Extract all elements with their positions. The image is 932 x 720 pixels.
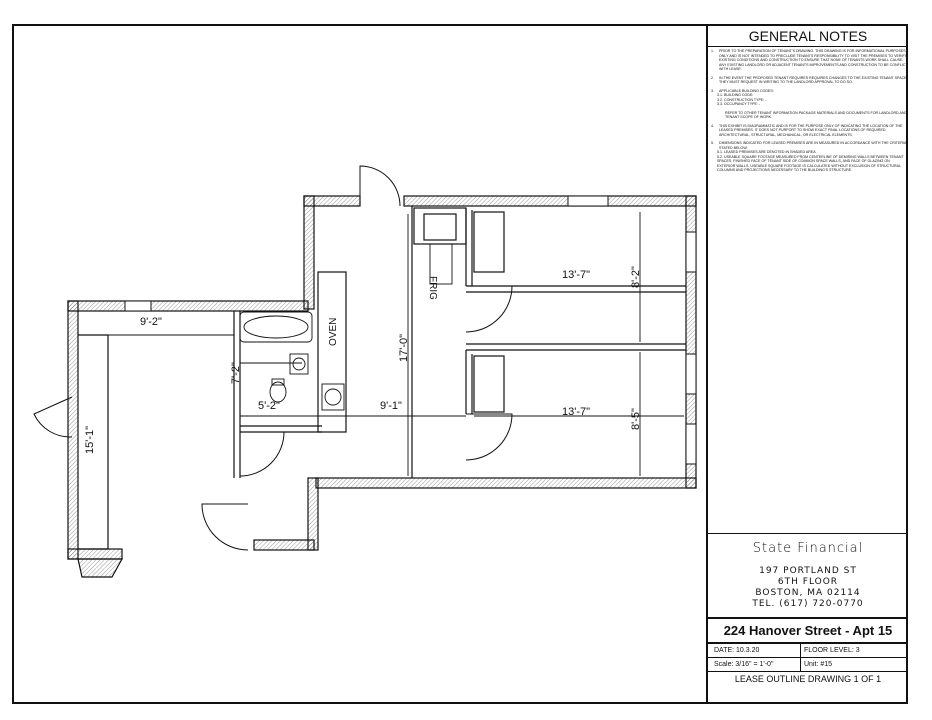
dim-living-width: 9'-2" [140,316,162,328]
dim-hall-height: 17'-0" [398,333,410,362]
meta-row-date: DATE: 10.3.20 FLOOR LEVEL: 3 [708,644,908,658]
dim-bedroom2-height: 8'-5" [630,408,642,430]
company-address-line3: BOSTON, MA 02114 [755,588,861,598]
general-notes-title: GENERAL NOTES [748,28,868,44]
floor-plan: 9'-2" 15'-1" 7'-2" 5'-2" 17'-0" 9'-1" 13… [12,24,706,704]
notes-divider [708,46,908,47]
project-title: 224 Hanover Street - Apt 15 [723,623,893,638]
interior-walls [78,206,686,550]
note-1: 1.PRIOR TO THE PREPARATION OF TENANT'S D… [711,49,908,71]
fixtures [239,243,453,411]
dim-bath-width: 5'-2" [258,400,280,412]
meta-row-scale: Scale: 3/16" = 1'-0" Unit: #15 [708,658,908,672]
scale-value: Scale: 3/16" = 1'-0" [714,661,774,668]
company-phone: TEL. (617) 720-0770 [752,599,864,609]
dimension-lines [80,212,684,549]
date-value: DATE: 10.3.20 [714,647,760,654]
company-address-line2: 6TH FLOOR [777,577,839,587]
dim-bedroom1-height: 8'-2" [630,266,642,288]
dim-hall-width: 9'-1" [380,400,402,412]
dim-bedroom1-width: 13'-7" [562,269,591,281]
dim-bedroom2-width: 13'-7" [562,406,591,418]
windows [124,195,697,465]
meta-divider [800,644,801,658]
frig-label: FRIG [427,276,438,300]
floor-plan-drawing [33,165,697,578]
oven-label: OVEN [328,317,339,346]
company-block: State Financial 197 PORTLAND ST 6TH FLOO… [708,533,908,628]
drawing-footer: LEASE OUTLINE DRAWING 1 OF 1 [734,674,882,684]
exterior-walls [67,195,697,578]
floor-level: FLOOR LEVEL: 3 [804,647,860,654]
unit-number: Unit: #15 [804,661,833,668]
dim-bath-height: 7'-2" [230,362,242,384]
note-3: 3.APPLICABLE BUILDING CODES: 3.1. BUILDI… [711,88,908,120]
note-5: 5.DIMENSIONS INDICATED FOR LEASED PREMIS… [711,141,907,172]
dim-living-height: 15'-1" [84,425,96,454]
note-2: 2.IN THE EVENT THE PROPOSED TENANT REQUI… [711,75,908,85]
company-name: State Financial [752,541,864,556]
note-4: 4.THIS EXHIBIT IS DIAGRAMMATIC AND IS FO… [711,123,903,137]
meta-divider [800,658,801,672]
company-address-line1: 197 PORTLAND ST [759,566,857,576]
project-title-box: 224 Hanover Street - Apt 15 [708,617,908,644]
title-block: GENERAL NOTES 1.PRIOR TO THE PREPARATION… [706,24,908,704]
general-notes: 1.PRIOR TO THE PREPARATION OF TENANT'S D… [711,49,908,177]
doors [33,165,513,551]
drawing-sheet [12,24,908,704]
